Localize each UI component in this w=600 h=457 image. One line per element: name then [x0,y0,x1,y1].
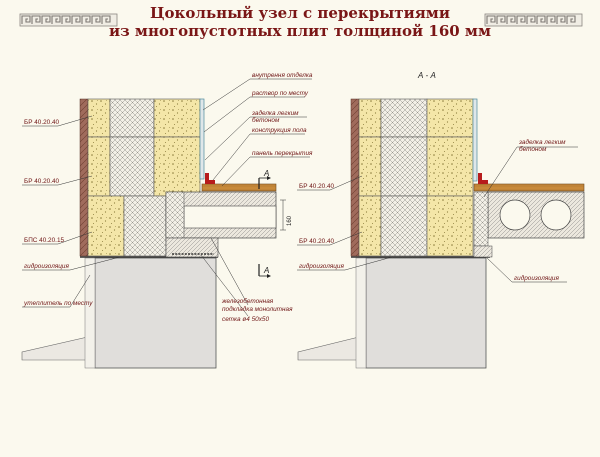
label-mesh: сетка ø4 50х50 [222,316,269,323]
label-insulation: утеплитель по месту [23,300,93,307]
interior-finish-right [472,98,478,182]
ornament-left [19,13,118,27]
title-line-2: из многопустотных плит толщиной 160 мм [109,22,491,40]
label-floor-structure: конструкция пола [252,127,307,134]
label-interior-finish: внутрення отделка [252,71,313,79]
drawing-title: Цокольный узел с перекрытиями из многопу… [0,4,600,40]
section-title-aa: А - А [417,71,436,80]
ground-wedge-right [297,335,364,361]
section-mark-top: A [263,169,269,178]
label-waterproofing-right-left: гидроизоляция [299,262,344,270]
label-br-top-right: БР 40.20.40 [299,183,335,190]
brick-facing-right [350,98,360,257]
label-floor-panel: панель перекрытия [252,150,313,157]
label-br-top-left: БР 40.20.40 [24,119,60,126]
label-waterproofing-right: гидроизоляция [514,274,559,282]
ground-wedge-left [21,335,93,361]
left-labels: внутрення отделка раствор по месту задел… [23,71,313,323]
insulation-left [84,257,96,369]
label-mortar: раствор по месту [251,90,309,97]
floor-angle-left [205,173,215,184]
rc-pad-left [165,237,219,258]
label-bps: БПС 40.20.15 [24,237,64,244]
label-waterproofing-left: гидроизоляция [24,262,69,270]
foundation-block-left [94,257,217,369]
foundation-block-right [365,257,487,369]
label-br-mid-left: БР 40.20.40 [24,178,60,185]
label-rc-pad-2: подкладка монолитная [222,305,293,313]
ornament-right [484,13,583,27]
floor-structure-left [201,183,277,192]
left-section [21,78,312,369]
floor-angle-right [478,173,488,184]
interior-finish-left [199,98,205,180]
title-line-1: Цокольный узел с перекрытиями [150,4,450,22]
label-br-bottom-right: БР 40.20.40 [299,238,335,245]
floor-structure-right [473,183,585,192]
label-rc-pad-1: железобетонная [221,297,274,305]
section-mark-bottom: A [263,266,269,275]
right-section [297,98,585,369]
dimension-160: 160 [287,215,293,226]
